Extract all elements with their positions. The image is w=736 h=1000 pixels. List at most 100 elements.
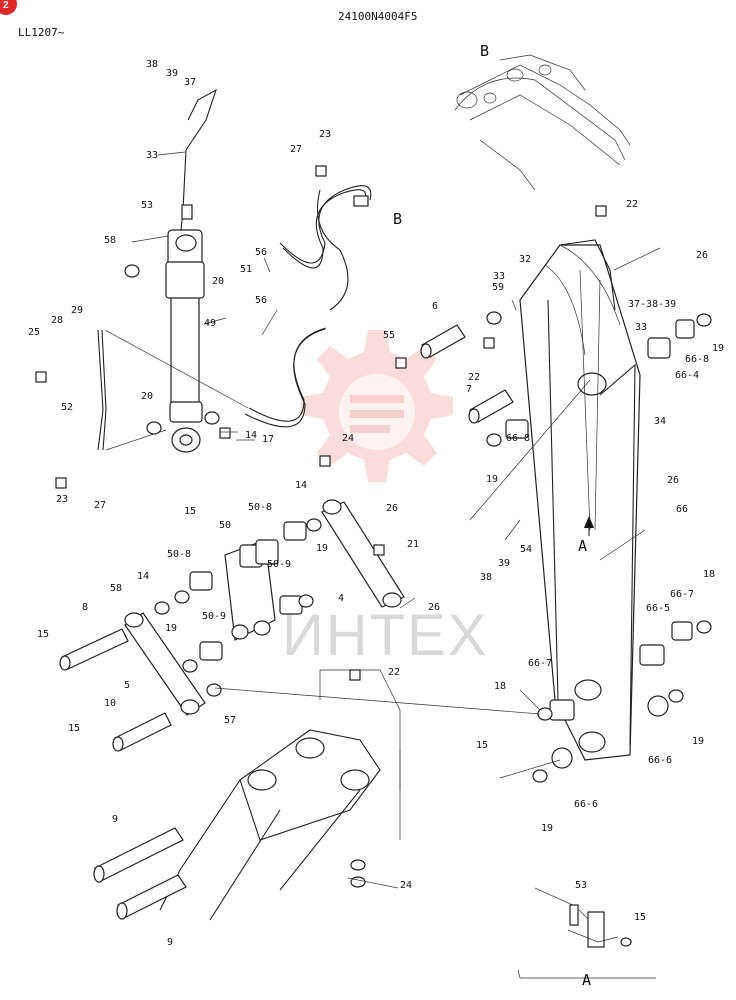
view-a-arrow-label: A [578, 537, 587, 555]
callout-6: 6 [432, 301, 438, 312]
callout-66-4: 66-4 [675, 370, 699, 381]
callout-38: 38 [146, 59, 158, 70]
callout-14: 14 [245, 430, 257, 441]
callout-66-6: 66-6 [648, 755, 672, 766]
callout-33: 33 [493, 271, 505, 282]
callout-5: 5 [124, 680, 130, 691]
callout-33: 33 [635, 322, 647, 333]
callout-15: 15 [184, 506, 196, 517]
callout-19: 19 [541, 823, 553, 834]
callout-51: 51 [240, 264, 252, 275]
pin-6 [420, 324, 466, 359]
callout-15: 15 [68, 723, 80, 734]
callout-49: 49 [204, 318, 216, 329]
view-a-arrow [584, 516, 594, 528]
callout-59: 59 [492, 282, 504, 293]
callout-20: 20 [212, 276, 224, 287]
callout-53: 53 [575, 880, 587, 891]
washers [124, 264, 712, 888]
hose-56-upper [282, 189, 367, 269]
callout-33: 33 [146, 150, 158, 161]
view-b-sketch [454, 54, 631, 191]
pin-8 [59, 628, 129, 671]
callout-25: 25 [28, 327, 40, 338]
callout-50-9: 50-9 [202, 611, 226, 622]
arm-cylinder [165, 229, 205, 453]
grease-nipple-53 [181, 204, 193, 220]
callout-55: 55 [383, 330, 395, 341]
callout-10: 10 [104, 698, 116, 709]
pin-9-lower [116, 874, 187, 920]
view-a-inset [534, 887, 632, 948]
callout-4: 4 [338, 593, 344, 604]
hose-b-label: B [393, 210, 402, 228]
callout-50-8: 50-8 [248, 502, 272, 513]
callout-54: 54 [520, 544, 532, 555]
callout-52: 52 [61, 402, 73, 413]
pin-10 [112, 712, 172, 752]
callout-8: 8 [82, 602, 88, 613]
callout-57: 57 [224, 715, 236, 726]
link-rod-52 [97, 329, 104, 451]
callout-14: 14 [137, 571, 149, 582]
callout-53: 53 [141, 200, 153, 211]
callout-56: 56 [255, 247, 267, 258]
callout-9: 9 [167, 937, 173, 948]
callout-15: 15 [634, 912, 646, 923]
pin-9-upper [93, 827, 184, 883]
callout-37-38-39: 37-38-39 [628, 299, 676, 310]
callout-19: 19 [692, 736, 704, 747]
callout-19: 19 [486, 474, 498, 485]
callout-66-7: 66-7 [670, 589, 694, 600]
leader-lines [131, 151, 661, 979]
callout-20: 20 [141, 391, 153, 402]
callout-23: 23 [56, 494, 68, 505]
boom-body [159, 669, 401, 921]
callout-26: 26 [428, 602, 440, 613]
callout-66: 66 [676, 504, 688, 515]
serial-range: LL1207~ [18, 26, 65, 39]
arm-body [519, 239, 641, 761]
callout-58: 58 [104, 235, 116, 246]
callout-22: 22 [626, 199, 638, 210]
svg-text:2: 2 [3, 0, 9, 11]
callout-24: 24 [342, 433, 354, 444]
callout-56: 56 [255, 295, 267, 306]
callout-26: 26 [667, 475, 679, 486]
callout-66-5: 66-5 [646, 603, 670, 614]
callout-7: 7 [466, 384, 472, 395]
callout-39: 39 [498, 558, 510, 569]
view-b-label: B [480, 42, 489, 60]
callout-22: 22 [468, 372, 480, 383]
callout-19: 19 [712, 343, 724, 354]
callout-14: 14 [295, 480, 307, 491]
callout-32: 32 [519, 254, 531, 265]
callout-66-6: 66-6 [574, 799, 598, 810]
callout-26: 26 [386, 503, 398, 514]
callout-66-8: 66-8 [506, 433, 530, 444]
callout-50-9: 50-9 [267, 559, 291, 570]
callout-37: 37 [184, 77, 196, 88]
bolts [35, 165, 607, 681]
hose-fitting-b [353, 195, 369, 207]
callout-26: 26 [696, 250, 708, 261]
watermark-logo [301, 330, 453, 482]
callout-39: 39 [166, 68, 178, 79]
bushings [189, 319, 695, 721]
hose-56-curve [316, 189, 349, 311]
callout-58: 58 [110, 583, 122, 594]
watermark-text: ИНТЕХ [282, 603, 488, 668]
callout-18: 18 [494, 681, 506, 692]
callout-17: 17 [262, 434, 274, 445]
callout-19: 19 [316, 543, 328, 554]
pin-7 [468, 389, 514, 424]
page-badge: 2 [0, 0, 17, 15]
callout-34: 34 [654, 416, 666, 427]
link-4 [321, 499, 405, 608]
drawing-code: 24100N4004F5 [338, 10, 417, 23]
link-5 [124, 612, 206, 716]
callout-22: 22 [388, 667, 400, 678]
callout-66-8: 66-8 [685, 354, 709, 365]
view-a-inset-label: A [582, 971, 591, 989]
